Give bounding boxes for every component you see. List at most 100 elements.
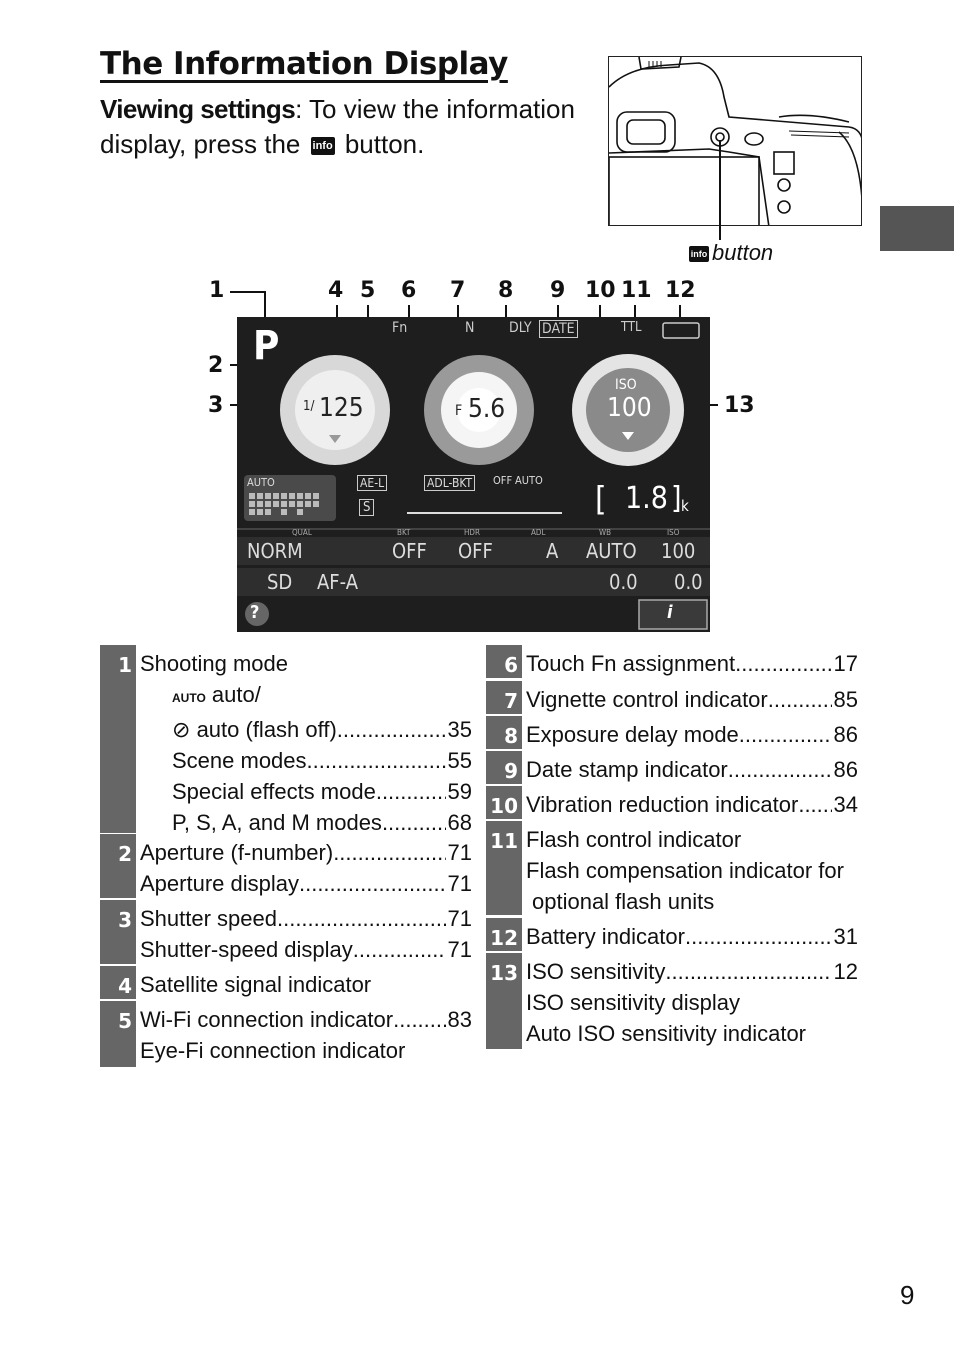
legend-line: Touch Fn assignment17 [526, 648, 858, 679]
legend-line: Vibration reduction indicator34 [526, 789, 858, 820]
row-number: 11 [486, 821, 522, 915]
legend-line-indented: P, S, A, and M modes68 [140, 807, 472, 838]
legend-line: ISO sensitivity display [526, 990, 740, 1015]
legend-line: Vignette control indicator85 [526, 684, 858, 715]
shutter-speed: 125 [319, 393, 364, 423]
legend-line-indented: ⊘ auto (flash off)35 [140, 714, 472, 745]
legend-line: Aperture (f-number)71 [140, 837, 472, 868]
row-number: 10 [486, 786, 522, 819]
row-number: 12 [486, 918, 522, 951]
exposure-compensation: 0.0 [674, 570, 703, 594]
callout-4: 4 [328, 278, 344, 303]
legend-row-5: 5 Wi-Fi connection indicator83 Eye-Fi co… [100, 1001, 472, 1067]
info-button-icon: info [310, 137, 335, 156]
legend-line: Shutter speed71 [140, 903, 472, 934]
white-balance: AUTO [586, 539, 637, 563]
legend-row-6: 6 Touch Fn assignment17 [486, 645, 858, 678]
legend-line: Eye-Fi connection indicator [140, 1038, 406, 1063]
s-indicator: S [359, 499, 375, 516]
callout-10: 10 [585, 278, 616, 303]
ae-lock-indicator: AE-L [357, 475, 388, 491]
adl: A [546, 539, 559, 563]
aperture-prefix: F [455, 403, 463, 419]
intro-text-2: button. [337, 129, 425, 159]
head-wb: WB [599, 528, 612, 537]
aperture-value: 5.6 [468, 394, 506, 424]
vignette-indicator: N [465, 320, 475, 336]
iso-label: ISO [615, 377, 637, 393]
head-iso: ISO [667, 528, 680, 537]
row-number: 3 [100, 900, 136, 964]
legend-row-4: 4 Satellite signal indicator [100, 966, 472, 999]
legend-line: optional flash units [532, 889, 715, 914]
row-number: 1 [100, 645, 136, 833]
row-number: 13 [486, 953, 522, 1049]
legend-line-indented: AUTO auto/ [172, 682, 261, 707]
callout-6: 6 [401, 278, 417, 303]
section-tab [880, 206, 954, 251]
legend-row-13: 13 ISO sensitivity12 ISO sensitivity dis… [486, 953, 858, 1049]
screen-graphics [237, 322, 710, 630]
page-title: The Information Display [100, 46, 508, 82]
callout-2: 2 [208, 353, 224, 378]
shutter-prefix: 1/ [303, 399, 315, 414]
info-button-icon: info [689, 246, 709, 263]
exposure-delay-indicator: DLY [509, 320, 532, 336]
help-icon: ? [250, 602, 260, 623]
row-number: 9 [486, 751, 522, 784]
row-number: 2 [100, 834, 136, 898]
flash-compensation: 0.0 [609, 570, 638, 594]
callout-9: 9 [550, 278, 566, 303]
head-qual: QUAL [292, 528, 312, 537]
legend-row-10: 10 Vibration reduction indicator34 [486, 786, 858, 819]
shooting-mode: P [253, 323, 280, 369]
callout-1: 1 [209, 278, 225, 303]
camera-caption-text: button [712, 240, 774, 265]
legend-row-11: 11 Flash control indicator Flash compens… [486, 821, 864, 915]
focus-mode: AF-A [317, 570, 359, 594]
head-bkt: BKT [397, 528, 411, 537]
callout-12: 12 [665, 278, 696, 303]
legend-row-9: 9 Date stamp indicator86 [486, 751, 858, 784]
legend-row-1: 1 Shooting mode AUTO auto/ ⊘ auto (flash… [100, 645, 472, 835]
callout-5: 5 [360, 278, 376, 303]
callout-11: 11 [621, 278, 652, 303]
row-number: 4 [100, 966, 136, 999]
adl-auto-label: AUTO [247, 476, 275, 489]
callout-13: 13 [724, 393, 755, 418]
intro-lead: Viewing settings [100, 94, 296, 124]
adl-bkt-label: ADL-BKT [424, 475, 476, 491]
shots-remaining-bracket-close: ] [671, 481, 682, 516]
legend-line: Wi-Fi connection indicator83 [140, 1004, 472, 1035]
flash-control-indicator: TTL [621, 320, 642, 335]
shots-unit: k [681, 497, 689, 515]
legend-line: Battery indicator31 [526, 921, 858, 952]
row-number: 5 [100, 1001, 136, 1067]
legend-row-3: 3 Shutter speed71 Shutter-speed display7… [100, 900, 472, 964]
picture-control: SD [267, 570, 293, 594]
shots-remaining-bracket: [ [595, 479, 607, 518]
callout-3: 3 [208, 393, 224, 418]
legend-line: Auto ISO sensitivity indicator [526, 1021, 807, 1046]
row-number: 7 [486, 681, 522, 714]
i-button-icon: i [667, 602, 673, 623]
intro-paragraph: Viewing settings: To view the informatio… [100, 92, 590, 162]
legend-line: Exposure delay mode86 [526, 719, 858, 750]
bracketing: OFF [392, 539, 427, 563]
iso-value: 100 [607, 393, 652, 423]
row-number: 8 [486, 716, 522, 749]
date-stamp-indicator: DATE [539, 320, 578, 338]
callout-leader-line [719, 140, 721, 240]
intro-text-1: : To view the information display, press… [100, 94, 575, 159]
hdr: OFF [458, 539, 493, 563]
camera-illustration [608, 56, 862, 226]
legend-line-indented: Special effects mode59 [140, 776, 472, 807]
callout-8: 8 [498, 278, 514, 303]
information-display-screen: P Fn N DLY DATE TTL 1/ 125 F 5.6 ISO 100… [237, 317, 710, 632]
image-quality: NORM [247, 539, 303, 563]
legend-row-12: 12 Battery indicator31 [486, 918, 858, 951]
callout-7: 7 [450, 278, 466, 303]
shots-remaining: 1.8 [625, 481, 668, 516]
legend-row-7: 7 Vignette control indicator85 [486, 681, 858, 714]
